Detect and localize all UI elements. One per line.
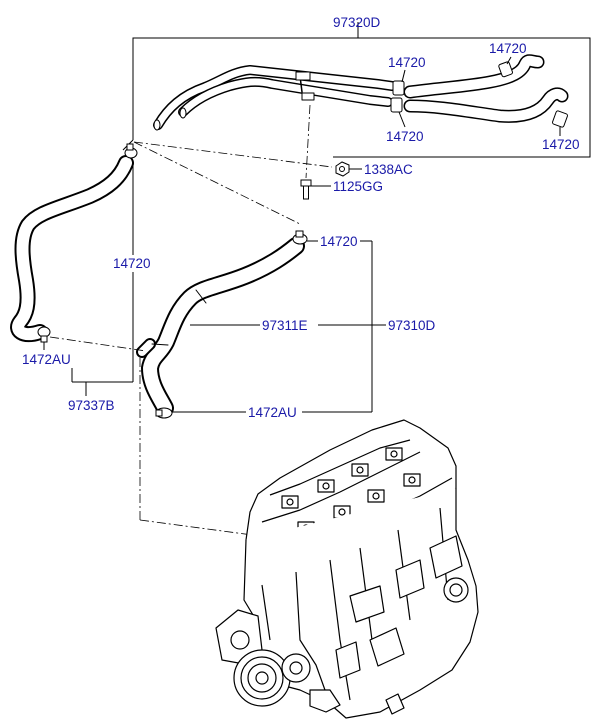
label-left-clamp: 14720 [113,256,151,271]
label-clamp-d: 14720 [542,137,580,152]
label-right-clamp: 14720 [320,234,358,249]
label-bolt: 1125GG [333,179,383,194]
heater-pipe-assembly [153,65,397,131]
upper-hose-pair [403,54,569,123]
dash-dot-leaders [49,104,333,537]
label-left-assy: 97337B [68,398,115,413]
label-top-kit: 97320D [333,15,381,30]
engine-block-illustration [215,419,479,719]
label-leaders [311,56,561,187]
label-right-clip: 1472AU [248,405,297,420]
right-water-hose [136,237,305,417]
label-hose-assy: 97310D [388,318,436,333]
callout-labels: 97320D 14720 14720 14720 14720 1338AC 11… [22,15,580,420]
nut-icon [335,161,350,177]
left-callout-lines [43,160,134,396]
left-bypass-hose [10,155,134,343]
label-nut: 1338AC [364,162,413,177]
clamp-icon [155,230,308,419]
label-left-clip: 1472AU [22,352,71,367]
right-callout-lines [172,240,386,413]
label-clamp-a: 14720 [388,55,426,70]
clamp-icon [390,61,568,128]
bolt-icon [300,179,312,200]
label-clamp-c: 14720 [386,129,424,144]
clamp-icon [37,143,138,343]
label-hose-part: 97311E [262,318,308,333]
label-clamp-b: 14720 [489,41,527,56]
